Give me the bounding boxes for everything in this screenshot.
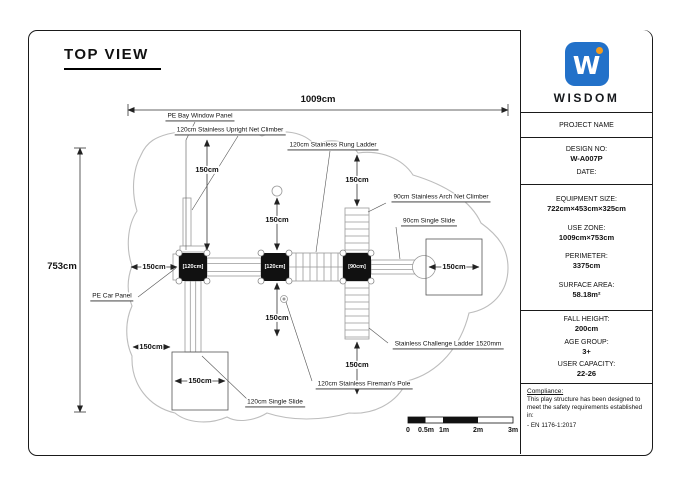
- field-label: USE ZONE:: [567, 224, 606, 232]
- annotation-arch-net: 90cm Stainless Arch Net Climber: [391, 193, 491, 203]
- design-section: DESIGN NO: W-A007P DATE:: [521, 138, 652, 185]
- scale-label-0: 0: [406, 427, 410, 434]
- dim-overall-height: 753cm: [46, 260, 78, 273]
- title-block-panel: W WISDOM PROJECT NAME DESIGN NO: W-A007P…: [520, 30, 652, 454]
- platform-2-label: [120cm]: [264, 263, 286, 270]
- scale-label-05m: 0.5m: [418, 427, 434, 434]
- annotation-upright-net: 120cm Stainless Upright Net Climber: [174, 126, 286, 136]
- logo-section: W WISDOM: [521, 30, 652, 113]
- field-value: 22-26: [576, 369, 597, 379]
- compliance-text: This play structure has been designed to…: [527, 396, 643, 420]
- dim-150-bottom-left: 150cm: [138, 341, 164, 352]
- scale-label-3m: 3m: [507, 427, 519, 434]
- field-age-group: AGE GROUP: 3+: [564, 339, 608, 356]
- annotation-rung-ladder: 120cm Stainless Rung Ladder: [287, 141, 379, 151]
- annotation-slide-90: 90cm Single Slide: [400, 217, 458, 227]
- field-perimeter: PERIMETER: 3375cm: [565, 253, 608, 270]
- field-value: 1009cm×753cm: [558, 232, 615, 242]
- dim-150-right-square: 150cm: [441, 261, 467, 272]
- annotation-challenge-ladder: Stainless Challenge Ladder 1520mm: [392, 340, 504, 350]
- project-name-section: PROJECT NAME: [521, 113, 652, 138]
- annotation-bay-window: PE Bay Window Panel: [165, 112, 235, 122]
- brand-name: WISDOM: [553, 91, 620, 105]
- compliance-standard: - EN 1176-1:2017: [527, 421, 577, 429]
- field-value: 722cm×453cm×325cm: [547, 203, 626, 213]
- date-label: DATE:: [576, 169, 597, 176]
- field-value: 58.18m²: [572, 290, 601, 300]
- scale-label-1m: 1m: [438, 427, 450, 434]
- dim-150-top-p2: 150cm: [264, 214, 290, 225]
- safety-section: FALL HEIGHT: 200cm AGE GROUP: 3+ USER CA…: [521, 311, 652, 384]
- field-user-capacity: USER CAPACITY: 22-26: [558, 361, 615, 378]
- dim-150-top-p1: 150cm: [194, 164, 220, 175]
- field-label: SURFACE AREA:: [558, 282, 615, 290]
- logo-dot-icon: [595, 47, 603, 54]
- field-surface-area: SURFACE AREA: 58.18m²: [559, 282, 615, 299]
- wisdom-logo-icon: W: [564, 42, 609, 86]
- compliance-section: Compliance: This play structure has been…: [521, 384, 652, 454]
- field-label: EQUIPMENT SIZE:: [556, 195, 617, 203]
- dim-overall-width: 1009cm: [299, 93, 337, 106]
- dim-150-below-p2: 150cm: [264, 312, 290, 323]
- scale-label-2m: 2m: [472, 427, 484, 434]
- field-equipment-size: EQUIPMENT SIZE: 722cm×453cm×325cm: [547, 196, 626, 213]
- annotation-fireman-pole: 120cm Stainless Fireman's Pole: [315, 380, 413, 390]
- dim-150-top-p3: 150cm: [344, 174, 370, 185]
- design-no-label: DESIGN NO:: [565, 146, 608, 153]
- field-use-zone: USE ZONE: 1009cm×753cm: [559, 225, 614, 242]
- annotation-car-panel: PE Car Panel: [90, 292, 134, 302]
- field-label: AGE GROUP:: [564, 338, 609, 346]
- page-title: TOP VIEW: [64, 46, 161, 70]
- field-value: 3+: [582, 346, 591, 356]
- border-frame: [28, 30, 653, 456]
- compliance-title: Compliance:: [527, 388, 564, 395]
- dim-150-below-p3: 150cm: [344, 359, 370, 370]
- field-label: FALL HEIGHT:: [563, 315, 610, 323]
- field-label: PERIMETER:: [565, 253, 608, 261]
- platform-1-label: [120cm]: [182, 263, 204, 270]
- field-label: USER CAPACITY:: [557, 361, 616, 369]
- design-no-value: W-A007P: [570, 154, 603, 163]
- dim-150-bottom-square: 150cm: [187, 375, 213, 386]
- field-fall-height: FALL HEIGHT: 200cm: [564, 316, 610, 333]
- platform-3-label: [90cm]: [348, 263, 366, 270]
- field-value: 3375cm: [572, 261, 601, 271]
- annotation-slide-120: 120cm Single Slide: [245, 398, 305, 408]
- dim-150-left: 150cm: [141, 261, 167, 272]
- field-value: 200cm: [574, 323, 599, 333]
- project-name-label: PROJECT NAME: [559, 121, 614, 129]
- equipment-section: EQUIPMENT SIZE: 722cm×453cm×325cm USE ZO…: [521, 185, 652, 311]
- logo-letter: W: [572, 51, 601, 80]
